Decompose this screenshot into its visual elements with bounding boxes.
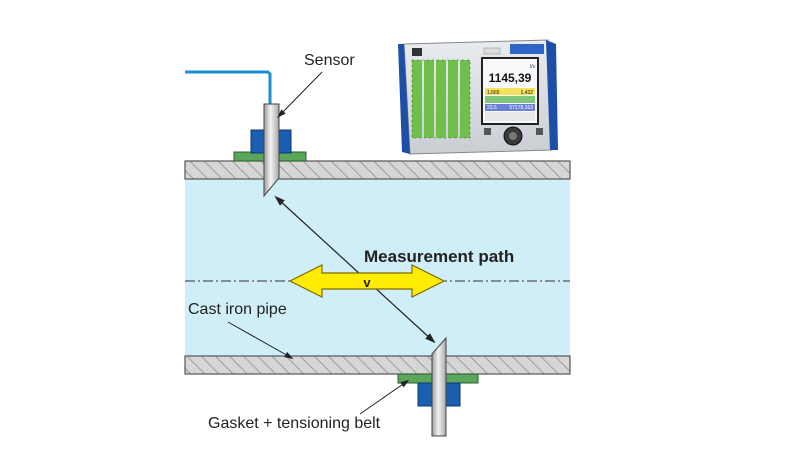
sensor-label: Sensor: [304, 52, 355, 69]
ethernet-port: [412, 48, 422, 56]
pipe-wall-top: [184, 160, 571, 180]
measurement-path-line: [274, 195, 436, 344]
terminal-blocks: [411, 59, 471, 139]
device-row3: 57178,163: [509, 105, 533, 111]
bottom-sensor: [431, 336, 447, 437]
gasket-label-leader: [359, 379, 410, 415]
measurement-path-label: Measurement path: [364, 247, 514, 266]
flow-velocity-arrow: [288, 264, 446, 298]
device-row2: 23,5: [487, 105, 497, 111]
cast-iron-pipe-label: Cast iron pipe: [188, 301, 287, 318]
device-display-unit: l/s: [530, 64, 536, 70]
device-row1-right: 1,432: [520, 90, 533, 96]
cast-iron-pipe-leader: [227, 321, 294, 359]
flow-meter-device: l/s 1145,39 1,665 1,432 23,5 57178,163: [398, 39, 558, 155]
pipe-wall-bottom: [184, 355, 571, 375]
device-display-value: 1145,39: [489, 71, 532, 85]
sensor-cable: [185, 70, 272, 110]
top-sensor: [263, 103, 280, 198]
device-row1-left: 1,665: [487, 90, 500, 96]
sensor-label-leader: [277, 71, 323, 118]
pipe-interior: [185, 178, 570, 356]
gasket-label: Gasket + tensioning belt: [208, 415, 381, 432]
velocity-label: v: [363, 275, 371, 290]
